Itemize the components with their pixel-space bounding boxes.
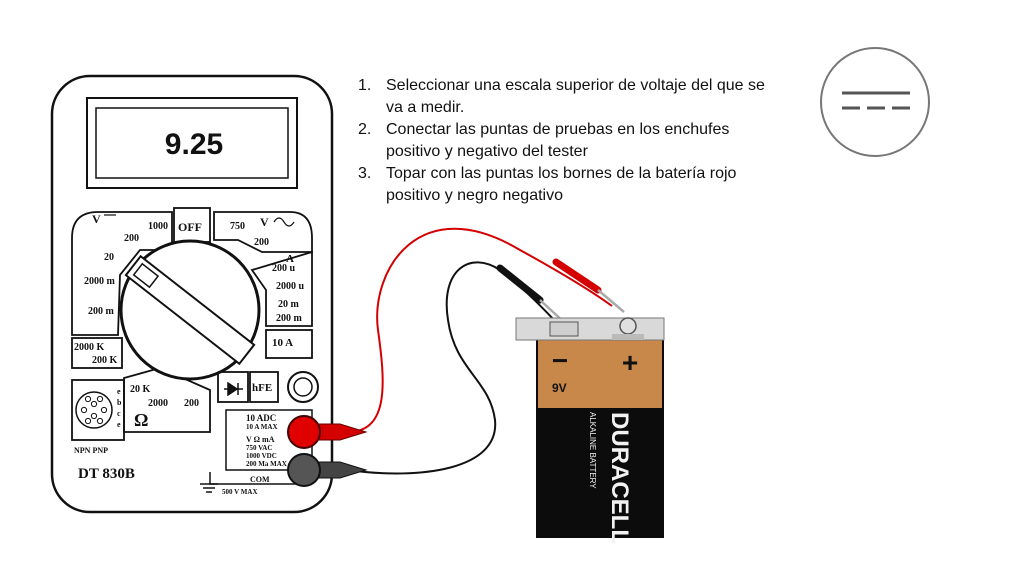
red-plug — [287, 415, 368, 449]
dca-range-200u: 200 u — [272, 263, 296, 274]
dcv-range-1000: 1000 — [148, 221, 168, 232]
transistor-socket — [75, 391, 113, 429]
amp10-label: 10 A — [272, 337, 293, 349]
battery-voltage-label: 9V — [552, 381, 567, 395]
jack-1000vdc: 1000 VDC — [246, 452, 277, 460]
ohm-range-2000: 2000 — [148, 398, 168, 409]
acv-range-200: 200 — [254, 237, 269, 248]
battery-top-band — [538, 340, 662, 408]
hold-button-inner — [293, 377, 313, 397]
pin-b: b — [117, 398, 122, 407]
instruction-item: 3. Topar con las puntas los bornes de la… — [358, 163, 778, 207]
acv-range-750: 750 — [230, 221, 245, 232]
dca-panel — [250, 250, 313, 327]
black-probe — [496, 264, 567, 325]
dca-symbol: A — [286, 253, 294, 265]
pin-c: c — [117, 409, 121, 418]
off-label: OFF — [178, 220, 202, 234]
dca-range-20m: 20 m — [278, 299, 300, 310]
dcv-range-200: 200 — [124, 233, 139, 244]
socket-holes — [80, 395, 108, 425]
ground-icon — [200, 483, 218, 493]
instruction-number: 3. — [358, 165, 372, 182]
ohm-range-200: 200 — [184, 398, 199, 409]
ohm-range-2000k: 2000 K — [74, 342, 105, 353]
pin-e2: e — [117, 420, 121, 429]
jack-200ma: 200 Ma MAX — [246, 460, 287, 468]
amp10-panel — [265, 329, 313, 359]
instruction-text: Seleccionar una escala superior de volta… — [386, 77, 765, 116]
jack-10adc: 10 ADC — [246, 413, 276, 423]
transistor-panel — [71, 379, 125, 441]
instruction-number: 2. — [358, 121, 372, 138]
jack-10a-max: 10 A MAX — [246, 423, 278, 431]
dcv-symbol: V — [92, 212, 101, 226]
instruction-item: 2. Conectar las puntas de pruebas en los… — [358, 119, 778, 163]
jack-vohm: V Ω mA — [246, 435, 275, 444]
acv-symbol: V — [260, 215, 269, 229]
dcv-panel — [71, 211, 173, 336]
red-probe — [552, 258, 625, 313]
ohm-high-panel — [71, 337, 123, 369]
dca-range-200m: 200 m — [276, 313, 303, 324]
ohm-symbol: Ω — [134, 410, 148, 430]
battery-plus-label: + — [622, 347, 638, 378]
ohm-range-200k: 200 K — [92, 355, 118, 366]
diode-icon — [224, 381, 243, 397]
model-label: DT 830B — [78, 466, 135, 482]
instruction-text: Topar con las puntas los bornes de la ba… — [386, 165, 737, 204]
battery-brand: DURACELL — [606, 412, 633, 544]
dcv-range-20: 20 — [104, 252, 114, 263]
lcd-screen — [95, 107, 289, 179]
jack-750vac: 750 VAC — [246, 444, 272, 452]
black-plug — [287, 453, 368, 487]
dcv-range-2000m: 2000 m — [84, 276, 116, 287]
red-lead-wire — [347, 227, 613, 433]
dial-pointer — [124, 254, 256, 366]
jack-500v: 500 V MAX — [222, 488, 258, 496]
positive-terminal — [619, 317, 637, 335]
transistor-types: NPN PNP — [74, 446, 108, 455]
battery-subtitle: ALKALINE BATTERY — [588, 412, 597, 489]
pin-e1: e — [117, 387, 121, 396]
ohm-range-20k: 20 K — [130, 384, 151, 395]
hfe-label: hFE — [252, 382, 272, 394]
dca-range-2000u: 2000 u — [276, 281, 305, 292]
positive-terminal-base — [612, 334, 644, 340]
dc-voltage-symbol-icon — [820, 47, 930, 157]
battery-9v — [515, 317, 665, 538]
battery-minus-label: − — [552, 345, 568, 376]
hfe-panel — [249, 371, 279, 403]
instruction-item: 1. Seleccionar una escala superior de vo… — [358, 75, 778, 119]
dcv-range-200m: 200 m — [88, 306, 115, 317]
jack-com: COM — [250, 475, 270, 484]
diode-panel — [217, 371, 249, 403]
acv-panel — [213, 211, 313, 253]
negative-terminal — [549, 321, 579, 337]
lcd-reading: 9.25 — [165, 128, 223, 161]
instruction-list: 1. Seleccionar una escala superior de vo… — [358, 75, 778, 207]
instruction-number: 1. — [358, 77, 372, 94]
ac-wave-icon — [273, 217, 295, 227]
instruction-text: Conectar las puntas de pruebas en los en… — [386, 121, 730, 160]
